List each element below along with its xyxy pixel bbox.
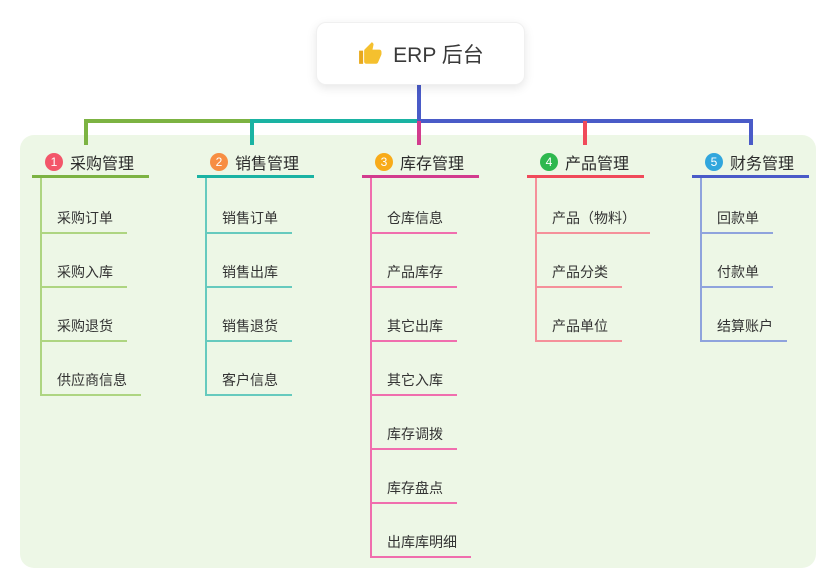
- child-item-label: 采购入库: [57, 264, 113, 280]
- branch-drop-line: [749, 121, 753, 145]
- child-item-2-2[interactable]: 销售出库: [205, 260, 292, 288]
- branches-background-panel: [20, 135, 816, 568]
- branch-number-badge: 3: [375, 153, 393, 171]
- child-item-1-4[interactable]: 供应商信息: [40, 368, 141, 396]
- child-item-label: 销售出库: [222, 264, 278, 280]
- branch-header-1[interactable]: 1 采购管理: [32, 149, 149, 178]
- branch-bus-line: [250, 119, 421, 123]
- branch-label: 采购管理: [70, 156, 135, 173]
- child-item-3-5[interactable]: 库存调拨: [370, 422, 457, 450]
- branch-children-spine: [700, 178, 702, 342]
- child-item-label: 出库库明细: [387, 534, 457, 550]
- child-item-label: 供应商信息: [57, 372, 127, 388]
- child-item-label: 结算账户: [717, 318, 773, 334]
- branch-drop-line: [250, 121, 254, 145]
- child-item-4-1[interactable]: 产品（物料）: [535, 206, 650, 234]
- child-item-label: 库存盘点: [387, 480, 443, 496]
- branch-number-badge: 2: [210, 153, 228, 171]
- child-item-label: 采购退货: [57, 318, 113, 334]
- branch-header-3[interactable]: 3 库存管理: [362, 149, 479, 178]
- branch-children-spine: [535, 178, 537, 342]
- branch-bus-line: [84, 119, 254, 123]
- child-item-label: 其它出库: [387, 318, 443, 334]
- thumbs-up-icon: [357, 41, 383, 67]
- child-item-5-2[interactable]: 付款单: [700, 260, 773, 288]
- child-item-5-1[interactable]: 回款单: [700, 206, 773, 234]
- child-item-1-1[interactable]: 采购订单: [40, 206, 127, 234]
- child-item-1-2[interactable]: 采购入库: [40, 260, 127, 288]
- root-connector-line: [417, 83, 421, 121]
- child-item-label: 采购订单: [57, 210, 113, 226]
- child-item-2-4[interactable]: 客户信息: [205, 368, 292, 396]
- child-item-3-3[interactable]: 其它出库: [370, 314, 457, 342]
- child-item-3-4[interactable]: 其它入库: [370, 368, 457, 396]
- child-item-label: 客户信息: [222, 372, 278, 388]
- child-item-label: 销售退货: [222, 318, 278, 334]
- child-item-label: 库存调拨: [387, 426, 443, 442]
- child-item-label: 销售订单: [222, 210, 278, 226]
- branch-label: 财务管理: [730, 156, 795, 173]
- child-item-3-7[interactable]: 出库库明细: [370, 530, 471, 558]
- child-item-label: 回款单: [717, 210, 759, 226]
- child-item-label: 仓库信息: [387, 210, 443, 226]
- branch-drop-line: [417, 121, 421, 145]
- branch-label: 销售管理: [235, 156, 300, 173]
- branch-drop-line: [583, 121, 587, 145]
- child-item-1-3[interactable]: 采购退货: [40, 314, 127, 342]
- child-item-3-1[interactable]: 仓库信息: [370, 206, 457, 234]
- child-item-4-3[interactable]: 产品单位: [535, 314, 622, 342]
- branch-number-badge: 4: [540, 153, 558, 171]
- branch-children-spine: [370, 178, 372, 558]
- branch-header-2[interactable]: 2 销售管理: [197, 149, 314, 178]
- child-item-2-1[interactable]: 销售订单: [205, 206, 292, 234]
- branch-label: 产品管理: [565, 156, 630, 173]
- child-item-3-2[interactable]: 产品库存: [370, 260, 457, 288]
- child-item-3-6[interactable]: 库存盘点: [370, 476, 457, 504]
- branch-header-4[interactable]: 4 产品管理: [527, 149, 644, 178]
- child-item-2-3[interactable]: 销售退货: [205, 314, 292, 342]
- branch-number-badge: 1: [45, 153, 63, 171]
- child-item-4-2[interactable]: 产品分类: [535, 260, 622, 288]
- child-item-label: 产品（物料）: [552, 210, 636, 226]
- child-item-label: 产品库存: [387, 264, 443, 280]
- child-item-label: 产品分类: [552, 264, 608, 280]
- branch-header-5[interactable]: 5 财务管理: [692, 149, 809, 178]
- branch-number-badge: 5: [705, 153, 723, 171]
- child-item-label: 付款单: [717, 264, 759, 280]
- child-item-label: 产品单位: [552, 318, 608, 334]
- child-item-5-3[interactable]: 结算账户: [700, 314, 787, 342]
- root-node-label: ERP 后台: [393, 43, 484, 67]
- child-item-label: 其它入库: [387, 372, 443, 388]
- branch-drop-line: [84, 121, 88, 145]
- root-node-erp[interactable]: ERP 后台: [316, 22, 525, 85]
- branch-label: 库存管理: [400, 156, 465, 173]
